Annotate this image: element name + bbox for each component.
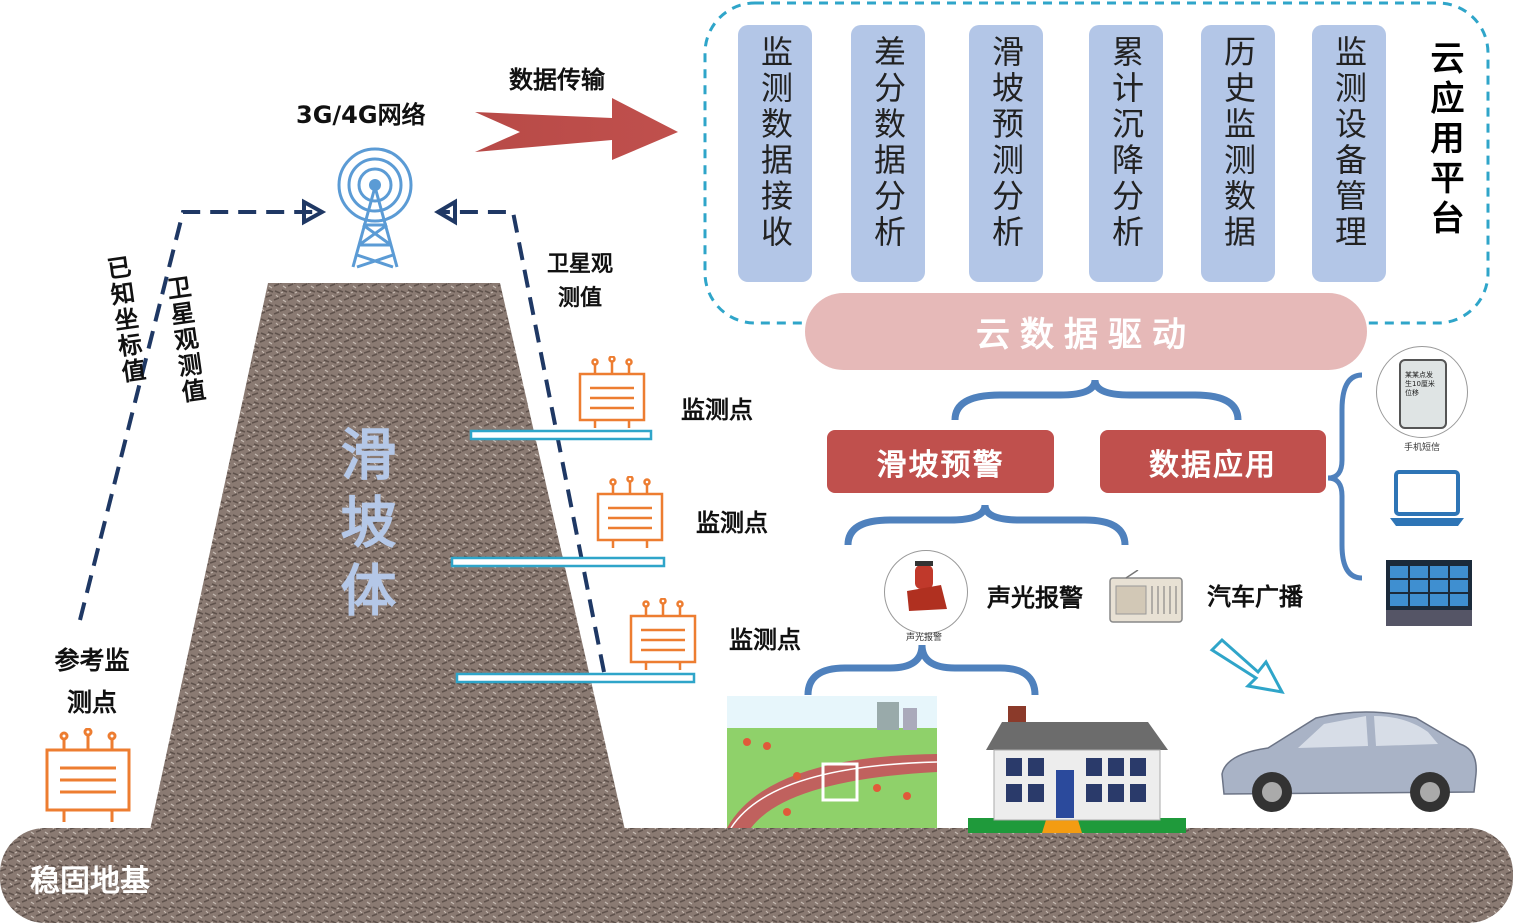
video-wall-icon [1386, 560, 1472, 626]
landslide-warning-button[interactable]: 滑坡预警 [827, 430, 1054, 493]
module-device-management[interactable]: 监测设备管理 [1312, 25, 1386, 282]
foundation-ground [0, 828, 1513, 923]
house-illustration [968, 706, 1186, 833]
right-dashed-path [440, 210, 606, 673]
signal-tower-icon [337, 147, 413, 269]
radio-label: 汽车广播 [1207, 583, 1303, 611]
monitor-bar-2 [450, 556, 666, 568]
module-settlement-analysis[interactable]: 累计沉降分析 [1089, 25, 1163, 282]
landslide-body [150, 283, 625, 830]
reference-sensor-icon [45, 728, 131, 822]
phone-sms-device: 某某点发生10厘米位移 [1376, 346, 1468, 438]
radio-icon [1109, 570, 1183, 623]
module-landslide-prediction[interactable]: 滑坡预测分析 [969, 25, 1043, 282]
satellite-obs-right-label: 卫星观测值 [546, 252, 613, 311]
monitor-point-label-2: 监测点 [696, 509, 768, 537]
car-illustration [1221, 711, 1477, 812]
left-path-arrowhead [302, 198, 327, 226]
brace-alarm [804, 644, 1039, 696]
phone-sms-text: 某某点发生10厘米位移 [1405, 371, 1435, 397]
foundation-label: 稳固地基 [30, 864, 150, 899]
cloud-platform-title: 云应用平台 [1424, 40, 1464, 240]
sensor-chip-icon [578, 356, 646, 428]
alarm-caption: 声光报警 [906, 633, 943, 643]
module-data-receive[interactable]: 监测数据接收 [738, 25, 812, 282]
right-path-arrowhead [434, 198, 457, 226]
landslide-body-label: 滑坡体 [331, 425, 396, 629]
monitor-bar-1 [469, 429, 653, 441]
left-dashed-path [78, 210, 320, 621]
network-label: 3G/4G网络 [296, 101, 426, 129]
sensor-chip-icon [629, 598, 697, 670]
alarm-device [884, 550, 968, 634]
monitor-bar-3 [455, 672, 696, 684]
laptop-icon [1390, 470, 1464, 526]
monitor-point-label-1: 监测点 [681, 396, 753, 424]
playground-illustration [727, 696, 937, 828]
data-transfer-arrow [475, 98, 678, 160]
phone-caption: 手机短信 [1404, 443, 1441, 453]
reference-point-label: 参考监测点 [54, 646, 130, 717]
cloud-driver-pill: 云数据驱动 [805, 293, 1367, 370]
brace-cloud [951, 379, 1242, 421]
module-diff-analysis[interactable]: 差分数据分析 [851, 25, 925, 282]
module-history-data[interactable]: 历史监测数据 [1201, 25, 1275, 282]
brace-apps [1327, 372, 1363, 581]
data-transfer-label: 数据传输 [509, 66, 605, 94]
sensor-chip-icon [596, 476, 664, 548]
cloud-platform-frame [703, 1, 1490, 325]
brace-warning [844, 504, 1129, 546]
data-application-button[interactable]: 数据应用 [1100, 430, 1326, 493]
siren-icon [907, 561, 947, 611]
monitor-point-label-3: 监测点 [729, 626, 801, 654]
car-arrow [1209, 637, 1285, 695]
alarm-label: 声光报警 [987, 584, 1083, 612]
